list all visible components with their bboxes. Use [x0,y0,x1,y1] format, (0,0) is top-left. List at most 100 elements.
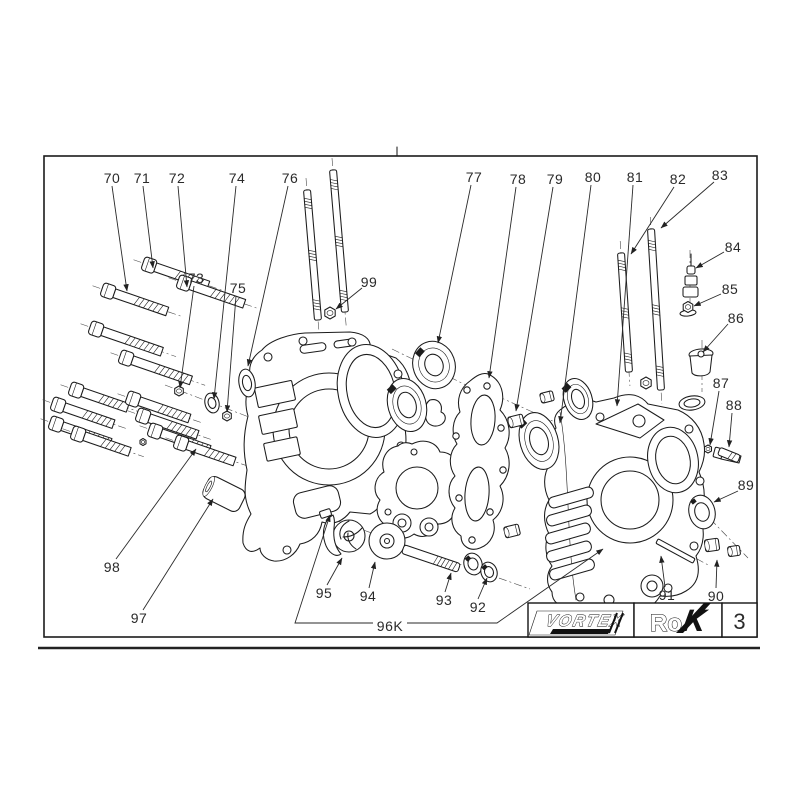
callout-85: 85 [693,281,738,307]
cylinder-stud [617,241,633,386]
rok-logo-ro-text: Ro [650,610,682,637]
callout-label-93: 93 [436,592,453,608]
callout-label-78: 78 [510,171,527,187]
part-detail [282,545,292,555]
right-case-top-lug [595,403,665,439]
part-detail [663,583,673,593]
callout-label-76: 76 [282,170,299,186]
part-detail [452,432,460,440]
callout-97: 97 [131,498,214,626]
vortex-logo-frame [528,610,624,636]
cylinder-stud [647,217,665,404]
part-detail [254,380,296,408]
callout-label-94: 94 [360,588,377,604]
cylinder-stud [303,178,322,334]
callout-86: 86 [702,310,744,353]
footer-logo-strip: VORTEX Ro K 3 [527,602,758,638]
part-detail [689,354,713,377]
callout-label-83: 83 [712,167,729,183]
callout-90: 90 [708,559,725,604]
impeller-vane [322,514,342,556]
part-detail [258,408,298,435]
callout-label-72: 72 [169,170,186,186]
seal-washer [463,552,483,576]
part-detail [395,466,439,510]
vortex-logo-text: VORTEX [544,612,626,630]
callout-label-84: 84 [725,239,742,255]
part-detail [383,537,391,545]
shaft-or-plug [655,538,696,564]
part-detail [655,435,691,485]
part-detail [575,592,585,602]
callout-78: 78 [487,171,527,379]
part-detail [342,527,363,538]
shaft-or-plug [401,544,461,573]
callout-83: 83 [660,167,729,229]
part-detail [347,337,357,347]
callout-label-95: 95 [316,585,333,601]
seal-washer [238,368,256,398]
part-detail [546,504,592,527]
callout-87: 87 [708,375,729,446]
ball-bearing [412,340,456,390]
callout-label-77: 77 [466,169,483,185]
vortex-slash [608,612,618,634]
callout-76: 76 [246,170,299,367]
diagram-artwork [38,146,760,650]
socket-head-bolt [168,274,259,309]
shaft-or-plug [202,476,246,512]
part-detail [684,424,694,434]
part-detail [545,522,591,545]
callout-label-88: 88 [726,397,743,413]
callout-label-92: 92 [470,599,487,615]
part-detail [499,466,507,474]
socket-head-bolt [127,407,212,441]
part-detail [424,522,434,532]
bushing [507,413,525,429]
part-detail [263,436,301,462]
part-detail [397,518,407,528]
callout-label-79: 79 [547,171,564,187]
valve-84-tip [686,265,696,275]
hex-nut [703,444,713,454]
part-detail [689,541,699,551]
callout-70: 70 [104,170,129,292]
ball-bearing [517,412,560,470]
callout-94: 94 [360,561,377,604]
callout-label-75: 75 [230,280,247,296]
seal-washer [204,392,220,414]
part-detail [410,448,418,456]
bushing [539,390,555,404]
part-detail [299,342,327,354]
part-detail [347,532,357,550]
seal-washer [480,561,498,583]
callout-label-90: 90 [708,588,725,604]
callout-label-81: 81 [627,169,644,185]
callout-88: 88 [726,397,743,448]
vortex-logo: VORTEX [528,610,626,636]
callout-label-98: 98 [104,559,121,575]
callout-84: 84 [695,239,742,269]
callout-82: 82 [630,171,686,255]
ball-bearing [561,378,594,420]
hex-nut [640,376,652,390]
seal-washer [688,494,716,530]
callout-label-71: 71 [134,170,151,186]
part-detail [683,398,701,408]
woodruff-key [424,399,446,427]
callout-73: 73 [178,270,204,389]
hex-nut [139,437,147,447]
socket-head-bolt [62,425,144,458]
hex-nut [682,300,694,314]
part-detail [464,466,490,522]
part-detail [497,424,505,432]
hex-nut [324,306,336,320]
callout-81: 81 [614,169,644,407]
part-detail [646,580,658,592]
part-detail [546,540,592,563]
callout-label-70: 70 [104,170,121,186]
part-detail [468,536,476,544]
socket-head-bolt [165,434,249,467]
